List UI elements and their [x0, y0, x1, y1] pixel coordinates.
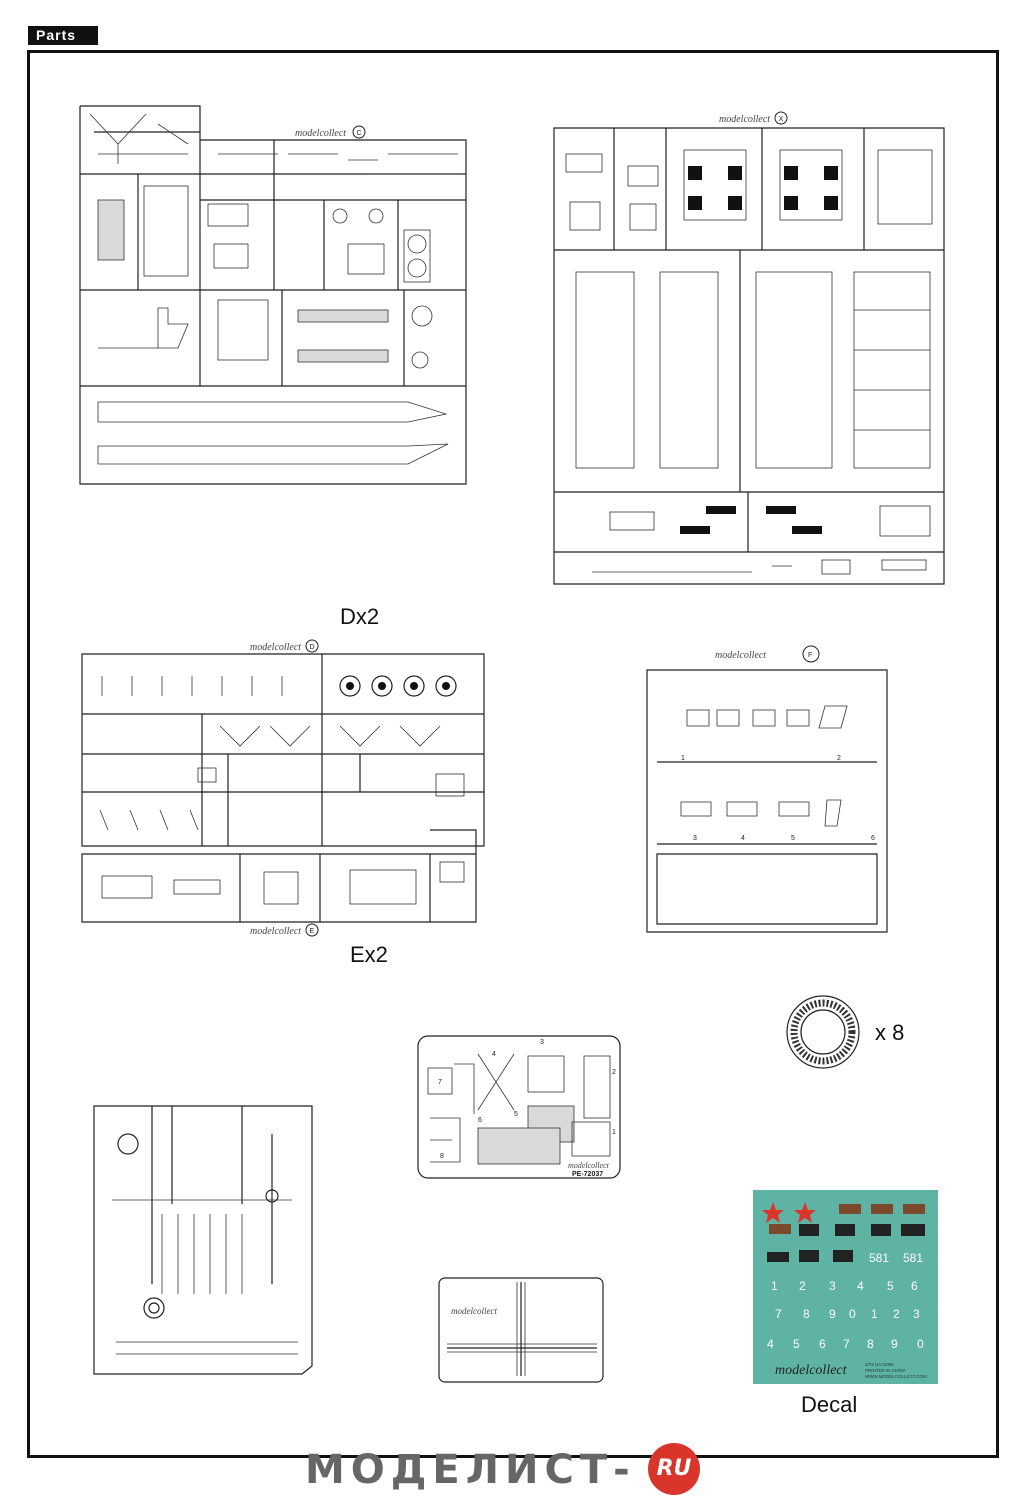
sprue-e-letter: E	[310, 928, 315, 935]
svg-text:1: 1	[771, 1279, 778, 1293]
watermark-badge-circle	[648, 1443, 700, 1495]
watermark-badge: RU	[656, 1456, 692, 1481]
sprue-e-brand-tag: modelcollect E	[250, 923, 319, 937]
decal-sheet: 581 581 1 2 3 4 5 6 7 8 9 0 1 2 3 4 5 6 …	[753, 1190, 938, 1384]
svg-text:9: 9	[891, 1337, 898, 1351]
sprue-f-letter: F	[808, 652, 812, 659]
svg-text:7: 7	[775, 1307, 782, 1321]
svg-text:4: 4	[767, 1337, 774, 1351]
wheel-diagram	[786, 995, 860, 1069]
svg-text:5: 5	[887, 1279, 894, 1293]
photo-etch-number: 8	[440, 1153, 444, 1160]
parts-frame	[27, 50, 999, 1458]
decal-star-icon	[762, 1202, 784, 1223]
clear-sprue: modelcollect	[438, 1277, 604, 1383]
photo-etch-number: 5	[514, 1111, 518, 1118]
sprue-f: 1 2 3 4 5 6 modelcollect F	[646, 645, 888, 933]
svg-text:0: 0	[849, 1307, 856, 1321]
sprue-f-number: 2	[837, 755, 841, 762]
wheel-quantity: x 8	[875, 1020, 905, 1045]
svg-text:5: 5	[793, 1337, 800, 1351]
photo-etch-number: 4	[492, 1051, 496, 1058]
sprue-f-brand: modelcollect	[715, 650, 766, 661]
sprue-d: modelcollect D modelcollect E	[81, 639, 485, 937]
sprue-e-brand: modelcollect	[250, 926, 301, 937]
clear-sprue-brand: modelcollect	[451, 1306, 497, 1316]
sprue-f-brand-tag: modelcollect F	[715, 645, 820, 663]
sprue-d-parts	[99, 675, 465, 905]
svg-text:3: 3	[829, 1279, 836, 1293]
sprue-f-number: 4	[741, 835, 745, 842]
sprue-f-number: 3	[693, 835, 697, 842]
section-title: Parts	[28, 26, 98, 45]
photo-etch-parts	[427, 1053, 611, 1165]
sprue-d-label: Dx2	[340, 604, 380, 629]
sprue-e-label: Ex2	[350, 942, 388, 967]
photo-etch-number: 1	[612, 1129, 616, 1136]
decal-footer-line: 1/72 UA72096	[865, 1362, 894, 1367]
photo-etch-number: 3	[540, 1039, 544, 1046]
sprue-c-brand: modelcollect	[295, 128, 346, 139]
watermark-text: МОДЕЛИСТ-	[305, 1447, 636, 1493]
decal-digit-row-3: 4 5 6 7 8 9 0	[767, 1337, 924, 1351]
svg-text:6: 6	[819, 1337, 826, 1351]
photo-etch-number: 2	[612, 1069, 616, 1076]
photo-etch-fret: 1 2 3 4 5 6 7 8 modelcollect PE-72037	[417, 1035, 621, 1179]
photo-etch-brand: modelcollect	[568, 1161, 610, 1170]
sprue-f-parts	[680, 705, 848, 827]
decal-footer-line: PRINTED IN CHINA	[865, 1368, 906, 1373]
sprue-d-brand: modelcollect	[250, 642, 301, 653]
decal-stars	[762, 1202, 816, 1223]
svg-text:3: 3	[913, 1307, 920, 1321]
svg-text:6: 6	[911, 1279, 918, 1293]
sprue-f-number: 1	[681, 755, 685, 762]
sprue-x-brand-tag: modelcollect X	[719, 111, 788, 125]
svg-text:8: 8	[867, 1337, 874, 1351]
decal-digit-row-1: 1 2 3 4 5 6	[771, 1279, 918, 1293]
sprue-x: modelcollect X	[553, 111, 945, 585]
decal-brand: modelcollect	[775, 1363, 848, 1378]
sprue-f-number: 5	[791, 835, 795, 842]
decal-background	[753, 1190, 938, 1384]
sprue-d-brand-tag: modelcollect D	[250, 639, 319, 653]
photo-etch-number: 7	[438, 1079, 442, 1086]
svg-text:2: 2	[893, 1307, 900, 1321]
photo-etch-numbers: 1 2 3 4 5 6 7 8	[438, 1039, 616, 1160]
decal-insignia	[767, 1204, 925, 1262]
sprue-x-brand: modelcollect	[719, 114, 770, 125]
svg-text:9: 9	[829, 1307, 836, 1321]
photo-etch-code: PE-72037	[572, 1171, 603, 1178]
sprue-f-part-numbers: 1 2 3 4 5 6	[681, 755, 875, 842]
svg-text:1: 1	[871, 1307, 878, 1321]
decal-label: Decal	[801, 1392, 858, 1417]
photo-etch-number: 6	[478, 1117, 482, 1124]
svg-text:7: 7	[843, 1337, 850, 1351]
decal-footer-line: WWW.MODELCOLLECT.COM	[865, 1374, 927, 1379]
sprue-c-brand-tag: modelcollect C	[295, 125, 366, 139]
svg-text:0: 0	[917, 1337, 924, 1351]
decal-star-icon	[794, 1202, 816, 1223]
sprue-d-letter: D	[310, 644, 315, 651]
svg-text:4: 4	[857, 1279, 864, 1293]
hull-part	[93, 1105, 313, 1375]
svg-text:8: 8	[803, 1307, 810, 1321]
decal-tail-number: 581	[869, 1251, 889, 1265]
sprue-c-parts	[89, 113, 458, 465]
sprue-c-letter: C	[357, 130, 362, 137]
sprue-c: modelcollect C	[79, 105, 467, 485]
svg-text:2: 2	[799, 1279, 806, 1293]
decal-tail-number: 581	[903, 1251, 923, 1265]
decal-digit-row-2: 7 8 9 0 1 2 3	[775, 1307, 920, 1321]
sprue-f-number: 6	[871, 835, 875, 842]
sprue-x-letter: X	[779, 116, 784, 123]
sprue-x-parts	[565, 149, 933, 575]
